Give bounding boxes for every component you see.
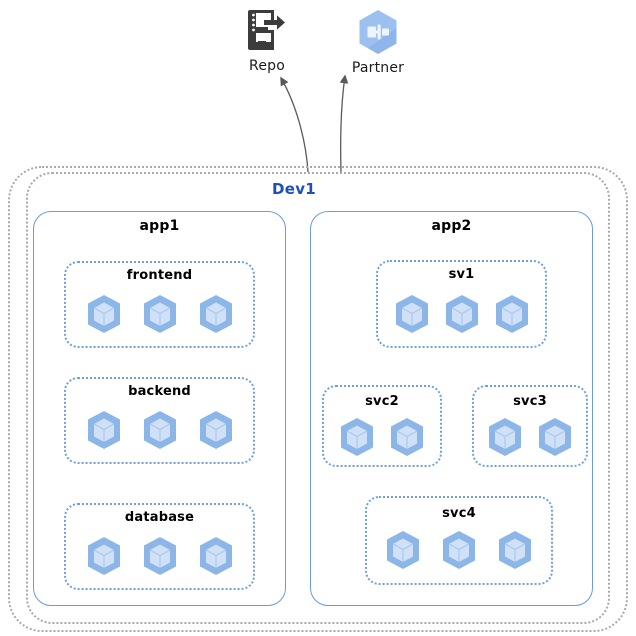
environment-inner-boundary (26, 172, 610, 624)
pod-icon[interactable] (195, 535, 237, 577)
pod-icon[interactable] (534, 416, 576, 458)
pod-icon[interactable] (139, 535, 181, 577)
pod-row-frontend (64, 290, 255, 338)
pod-icon[interactable] (382, 529, 424, 571)
environment-outer-boundary (8, 166, 628, 632)
pod-icon[interactable] (139, 293, 181, 335)
partner-hexagon-icon (355, 8, 401, 56)
external-node-repo[interactable]: Repo (222, 8, 312, 74)
environment-title: Dev1 (272, 180, 317, 198)
edge-env-to-repo (280, 76, 309, 173)
pod-icon[interactable] (195, 293, 237, 335)
service-title-sv1: sv1 (448, 267, 475, 282)
pod-row-database (64, 532, 255, 580)
app-title-app2: app2 (431, 218, 472, 234)
pod-icon[interactable] (83, 293, 125, 335)
pod-icon[interactable] (83, 409, 125, 451)
pod-row-svc2 (322, 414, 442, 460)
repo-export-icon (246, 8, 288, 54)
pod-icon[interactable] (336, 416, 378, 458)
pod-row-sv1 (376, 290, 547, 338)
edge-env-to-partner (339, 74, 349, 173)
service-title-svc4: svc4 (442, 506, 476, 521)
pod-icon[interactable] (491, 293, 533, 335)
external-node-partner-label: Partner (351, 60, 405, 76)
external-node-repo-label: Repo (249, 58, 285, 74)
pod-icon[interactable] (195, 409, 237, 451)
app-title-app1: app1 (139, 218, 180, 234)
pod-icon[interactable] (139, 409, 181, 451)
pod-icon[interactable] (386, 416, 428, 458)
pod-icon[interactable] (438, 529, 480, 571)
service-title-svc3: svc3 (513, 394, 547, 409)
pod-icon[interactable] (494, 529, 536, 571)
pod-row-svc4 (365, 526, 553, 574)
service-title-svc2: svc2 (365, 394, 399, 409)
pod-icon[interactable] (484, 416, 526, 458)
pod-row-backend (64, 406, 255, 454)
pod-row-svc3 (472, 414, 588, 460)
service-title-frontend: frontend (126, 268, 193, 283)
pod-icon[interactable] (441, 293, 483, 335)
service-title-backend: backend (128, 384, 191, 399)
pod-icon[interactable] (391, 293, 433, 335)
service-title-database: database (124, 510, 195, 525)
external-node-partner[interactable]: Partner (333, 8, 423, 76)
pod-icon[interactable] (83, 535, 125, 577)
